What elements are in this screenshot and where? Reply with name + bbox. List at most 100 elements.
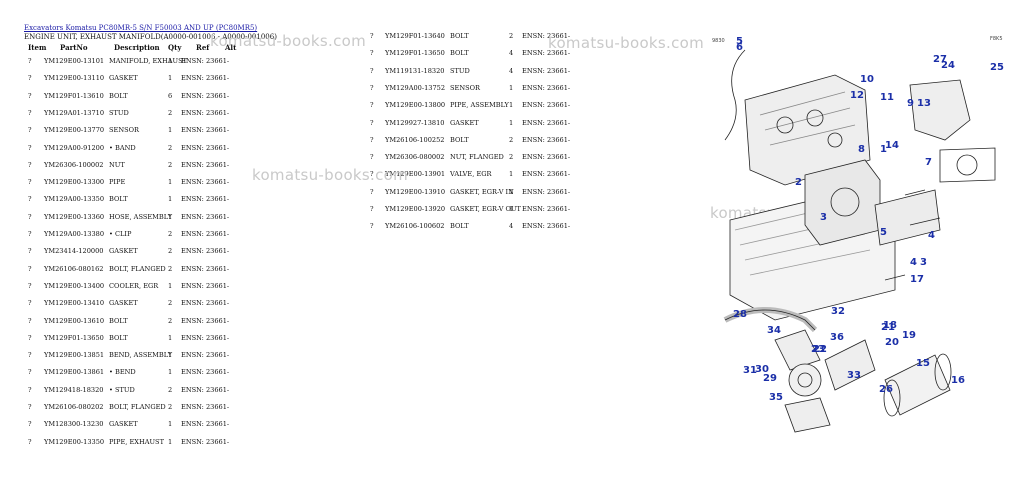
row-partno: YM129A00-13380 (44, 230, 105, 238)
watermark: komatsu-books.com (210, 32, 367, 50)
row-ref: ENSN: 23661- (181, 126, 230, 135)
row-partno: YM26106-080202 (44, 403, 104, 411)
watermark: komatsu-books.com (252, 166, 409, 184)
diagram-callout: 20 (885, 337, 899, 348)
row-qty: 2 (168, 247, 173, 256)
row-ref: ENSN: 23661- (181, 403, 230, 411)
breadcrumb[interactable]: Excavators Komatsu PC80MR-5 S/N F50003 A… (24, 24, 257, 33)
row-item: ? (28, 351, 32, 360)
row-item: ? (28, 403, 32, 411)
row-description: STUD (450, 66, 470, 75)
diagram-callout: 9 (907, 98, 914, 109)
row-item: ? (28, 247, 32, 256)
row-item: ? (28, 143, 32, 152)
row-ref: ENSN: 23661- (522, 101, 571, 110)
diagram-callout: 25 (990, 62, 1004, 73)
row-ref: ENSN: 23661- (522, 170, 571, 179)
row-qty: 6 (168, 91, 173, 100)
row-item: ? (28, 316, 32, 325)
row-description: BOLT, FLANGED (109, 264, 166, 273)
row-partno: YM129E00-13851 (44, 351, 105, 360)
row-item: ? (370, 170, 374, 179)
diagram-callout: 1 (880, 144, 887, 155)
row-qty: 1 (168, 333, 173, 342)
row-description: GASKET (450, 118, 479, 127)
row-qty: 2 (509, 135, 514, 144)
diagram-callout: 12 (850, 90, 864, 101)
row-ref: ENSN: 23661- (181, 420, 230, 429)
row-ref: ENSN: 23661- (181, 368, 230, 377)
row-qty: 2 (509, 153, 514, 162)
row-item: ? (370, 101, 374, 110)
row-partno: YM129A00-13350 (44, 195, 105, 204)
row-qty: 4 (509, 222, 514, 231)
row-item: ? (28, 264, 32, 273)
diagram-callout: 16 (951, 375, 965, 386)
row-ref: ENSN: 23661- (181, 143, 230, 152)
diagram-callout: 11 (880, 92, 894, 103)
row-item: ? (28, 57, 32, 65)
row-partno: YM129E00-13300 (44, 178, 105, 187)
row-qty: 1 (509, 118, 514, 127)
breadcrumb-link[interactable]: Excavators Komatsu PC80MR-5 S/N F50003 A… (24, 24, 258, 32)
row-qty: 2 (168, 403, 173, 411)
row-qty: 1 (168, 420, 173, 429)
row-ref: ENSN: 23661- (181, 74, 230, 83)
row-description: BEND, ASSEMBLY (109, 351, 173, 360)
row-ref: ENSN: 23661- (181, 108, 230, 117)
row-partno: YM26306-100002 (44, 160, 104, 169)
row-partno: YM129E00-13610 (44, 316, 105, 325)
row-item: ? (28, 195, 32, 204)
row-description: • BEND (109, 368, 136, 377)
row-description: GASKET (109, 299, 138, 308)
row-ref: ENSN: 23661- (181, 333, 230, 342)
row-qty: 2 (509, 32, 514, 40)
row-qty: 1 (168, 351, 173, 360)
row-ref: ENSN: 23661- (522, 222, 571, 231)
row-description: GASKET, EGR-V OUT (450, 205, 521, 213)
row-qty: 2 (168, 264, 173, 273)
row-ref: ENSN: 23661- (181, 195, 230, 204)
row-qty: 1 (168, 212, 173, 221)
row-item: ? (370, 187, 374, 196)
row-qty: 2 (168, 316, 173, 325)
row-partno: YM129E00-13910 (385, 187, 446, 196)
diagram-callout: 3 (820, 212, 827, 223)
row-ref: ENSN: 23661- (181, 212, 230, 221)
row-ref: ENSN: 23661- (181, 160, 230, 169)
diagram-callout: 36 (830, 332, 844, 343)
diagram-callout: 34 (767, 325, 781, 336)
row-ref: ENSN: 23661- (181, 299, 230, 308)
diagram-callout: 30 (755, 364, 769, 375)
row-partno: YM129E00-13350 (44, 437, 105, 446)
row-description: BOLT (109, 91, 128, 100)
row-ref: ENSN: 23661- (181, 247, 230, 256)
diagram-callout: 17 (910, 274, 924, 285)
diagram-callout: 26 (879, 384, 893, 395)
diagram-callout: 35 (769, 392, 783, 403)
row-description: BOLT, FLANGED (109, 403, 166, 411)
row-description: COOLER, EGR (109, 281, 159, 290)
row-description: STUD (109, 108, 129, 117)
diagram-callout: 7 (925, 157, 932, 168)
row-ref: ENSN: 23661- (522, 49, 571, 58)
row-qty: 1 (509, 101, 514, 110)
row-item: ? (28, 126, 32, 135)
row-item: ? (28, 385, 32, 394)
row-description: BOLT (109, 195, 128, 204)
row-item: ? (370, 66, 374, 75)
row-item: ? (28, 333, 32, 342)
row-ref: ENSN: 23661- (181, 437, 230, 446)
row-partno: YM129A00-91200 (44, 143, 105, 152)
row-description: BOLT (109, 333, 128, 342)
diagram-callout: 32 (831, 306, 845, 317)
col-item: Item (28, 43, 47, 52)
col-partno: PartNo (60, 43, 88, 52)
row-item: ? (370, 32, 374, 40)
row-ref: ENSN: 23661- (181, 178, 230, 187)
row-description: HOSE, ASSEMBLY (109, 212, 173, 221)
row-partno: YM129E00-13410 (44, 299, 105, 308)
row-ref: ENSN: 23661- (522, 118, 571, 127)
